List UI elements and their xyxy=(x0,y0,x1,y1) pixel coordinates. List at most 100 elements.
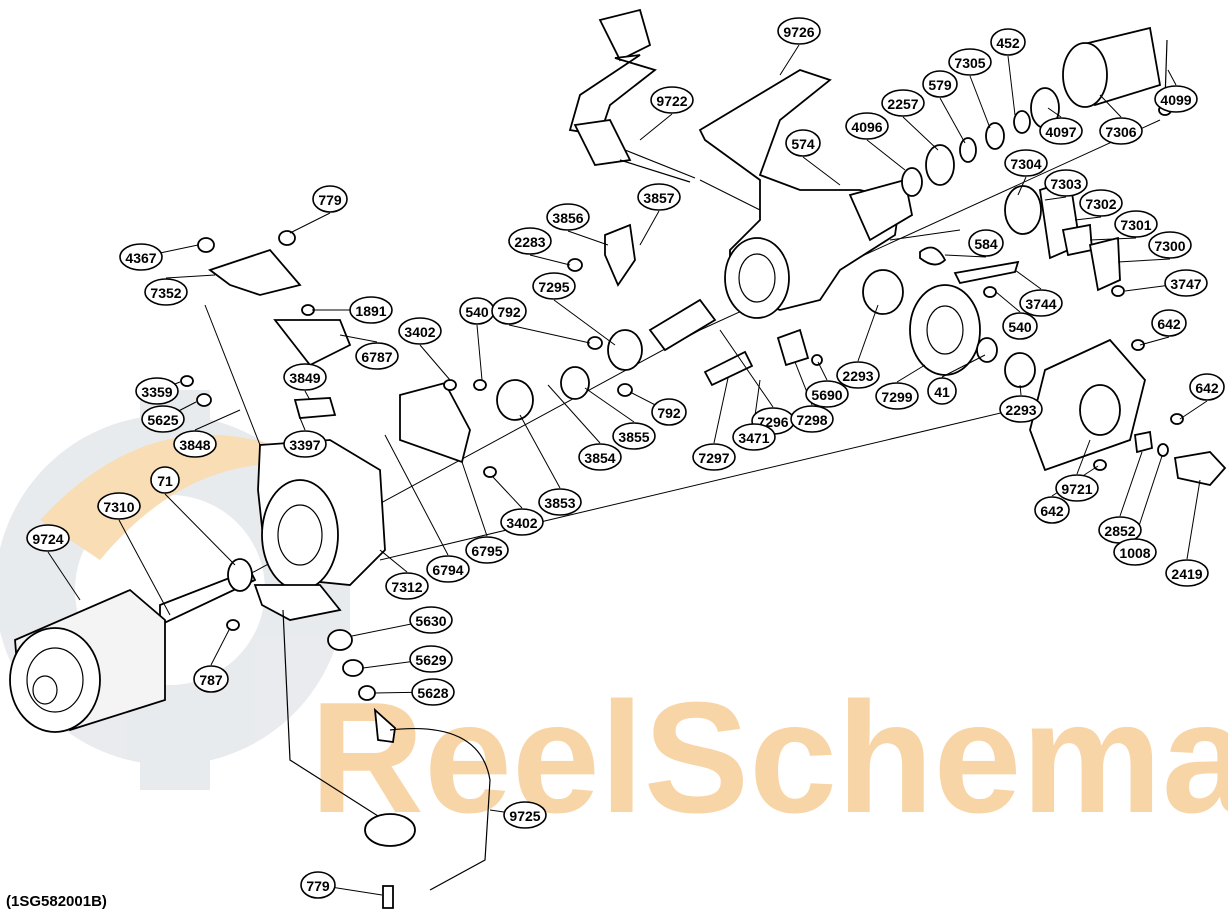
part-number-label: 779 xyxy=(318,192,342,208)
part-number-label: 7310 xyxy=(103,499,134,515)
part-number-label: 2293 xyxy=(1005,402,1036,418)
part-callout: 7297 xyxy=(692,443,736,471)
part-callout: 2852 xyxy=(1098,516,1142,544)
part-number-label: 5625 xyxy=(147,412,178,428)
part-callout: 3471 xyxy=(732,423,776,451)
part-callout-ellipse xyxy=(1113,538,1157,566)
part-callout-ellipse xyxy=(144,278,188,306)
part-callout: 3402 xyxy=(500,508,544,536)
part-number-label: 7300 xyxy=(1154,238,1185,254)
part-number-label: 6795 xyxy=(471,543,502,559)
part-callout: 3848 xyxy=(173,430,217,458)
part-number-label: 7298 xyxy=(796,412,827,428)
part-number-label: 2852 xyxy=(1104,523,1135,539)
part-callout-ellipse xyxy=(1165,559,1209,587)
part-callout-ellipse xyxy=(349,296,393,324)
part-callout-ellipse xyxy=(612,422,656,450)
part-number-label: 3397 xyxy=(289,437,320,453)
part-callout-ellipse xyxy=(875,382,919,410)
part-callout: 1008 xyxy=(1113,538,1157,566)
part-callout-ellipse xyxy=(503,801,547,829)
part-callout: 6795 xyxy=(465,536,509,564)
part-number-label: 3402 xyxy=(404,324,435,340)
part-callout: 7310 xyxy=(97,492,141,520)
part-number-label: 540 xyxy=(1008,319,1032,335)
part-callout-ellipse xyxy=(990,28,1026,56)
part-number-label: 7301 xyxy=(1120,217,1151,233)
part-callout: 584 xyxy=(968,229,1004,257)
part-callout-ellipse xyxy=(546,203,590,231)
part-callout: 9725 xyxy=(503,801,547,829)
part-callout-ellipse xyxy=(119,243,163,271)
part-number-label: 7312 xyxy=(391,579,422,595)
part-callout-ellipse xyxy=(1148,231,1192,259)
part-callout-ellipse xyxy=(1079,189,1123,217)
part-number-label: 6794 xyxy=(432,562,463,578)
part-number-label: 540 xyxy=(465,304,489,320)
part-number-label: 792 xyxy=(497,304,521,320)
part-callout: 9722 xyxy=(650,86,694,114)
part-callout: 7304 xyxy=(1004,149,1048,177)
part-callout-ellipse xyxy=(426,555,470,583)
part-number-label: 9724 xyxy=(32,531,63,547)
part-number-label: 5630 xyxy=(415,613,446,629)
part-callout-ellipse xyxy=(1164,269,1208,297)
part-callout-ellipse xyxy=(785,129,821,157)
part-number-label: 7306 xyxy=(1105,124,1136,140)
part-callout: 5629 xyxy=(409,645,453,673)
spool xyxy=(9,558,257,733)
part-callout: 7305 xyxy=(948,48,992,76)
part-callout-ellipse xyxy=(409,645,453,673)
screws-and-washers xyxy=(180,39,1184,631)
part-number-label: 4096 xyxy=(851,119,882,135)
part-callout-ellipse xyxy=(637,183,681,211)
part-callout: 9724 xyxy=(26,524,70,552)
part-callout-ellipse xyxy=(1039,117,1083,145)
part-number-label: 4367 xyxy=(125,250,156,266)
part-callout: 642 xyxy=(1189,373,1225,401)
part-number-label: 7352 xyxy=(150,285,181,301)
part-callout: 792 xyxy=(491,297,527,325)
body-frame xyxy=(698,69,914,319)
part-callout: 7306 xyxy=(1099,117,1143,145)
part-callout-ellipse xyxy=(193,665,229,693)
part-callout-ellipse xyxy=(1189,373,1225,401)
part-callout: 642 xyxy=(1151,309,1187,337)
part-number-label: 579 xyxy=(928,77,952,93)
part-callout: 574 xyxy=(785,129,821,157)
part-number-label: 3856 xyxy=(552,210,583,226)
part-callout: 4097 xyxy=(1039,117,1083,145)
part-callout: 9721 xyxy=(1055,474,1099,502)
part-callout-ellipse xyxy=(1004,149,1048,177)
part-callout: 4099 xyxy=(1154,85,1198,113)
part-callout-ellipse xyxy=(283,363,327,391)
part-number-label: 7305 xyxy=(954,55,985,71)
part-number-label: 779 xyxy=(306,878,330,894)
part-number-label: 574 xyxy=(791,136,815,152)
part-number-label: 3855 xyxy=(618,429,649,445)
part-number-label: 3848 xyxy=(179,437,210,453)
part-number-label: 3857 xyxy=(643,190,674,206)
part-callout-ellipse xyxy=(578,443,622,471)
part-callout: 5625 xyxy=(141,405,185,433)
part-callout-ellipse xyxy=(141,405,185,433)
part-callout: 779 xyxy=(300,871,336,899)
part-number-label: 787 xyxy=(199,672,223,688)
part-callout-ellipse xyxy=(491,297,527,325)
part-callout: 779 xyxy=(312,185,348,213)
part-callout: 787 xyxy=(193,665,229,693)
part-callout-ellipse xyxy=(1114,210,1158,238)
part-number-label: 3744 xyxy=(1025,296,1056,312)
part-callout: 642 xyxy=(1034,496,1070,524)
part-callout: 5628 xyxy=(411,678,455,706)
part-number-label: 2257 xyxy=(887,96,918,112)
part-number-label: 1008 xyxy=(1119,545,1150,561)
part-callout-ellipse xyxy=(355,342,399,370)
part-callout-ellipse xyxy=(1055,474,1099,502)
part-callout: 3744 xyxy=(1019,289,1063,317)
part-callout: 2257 xyxy=(881,89,925,117)
part-callout-ellipse xyxy=(508,227,552,255)
rotor-assembly xyxy=(208,248,471,621)
part-callout: 579 xyxy=(922,70,958,98)
part-callout-ellipse xyxy=(968,229,1004,257)
